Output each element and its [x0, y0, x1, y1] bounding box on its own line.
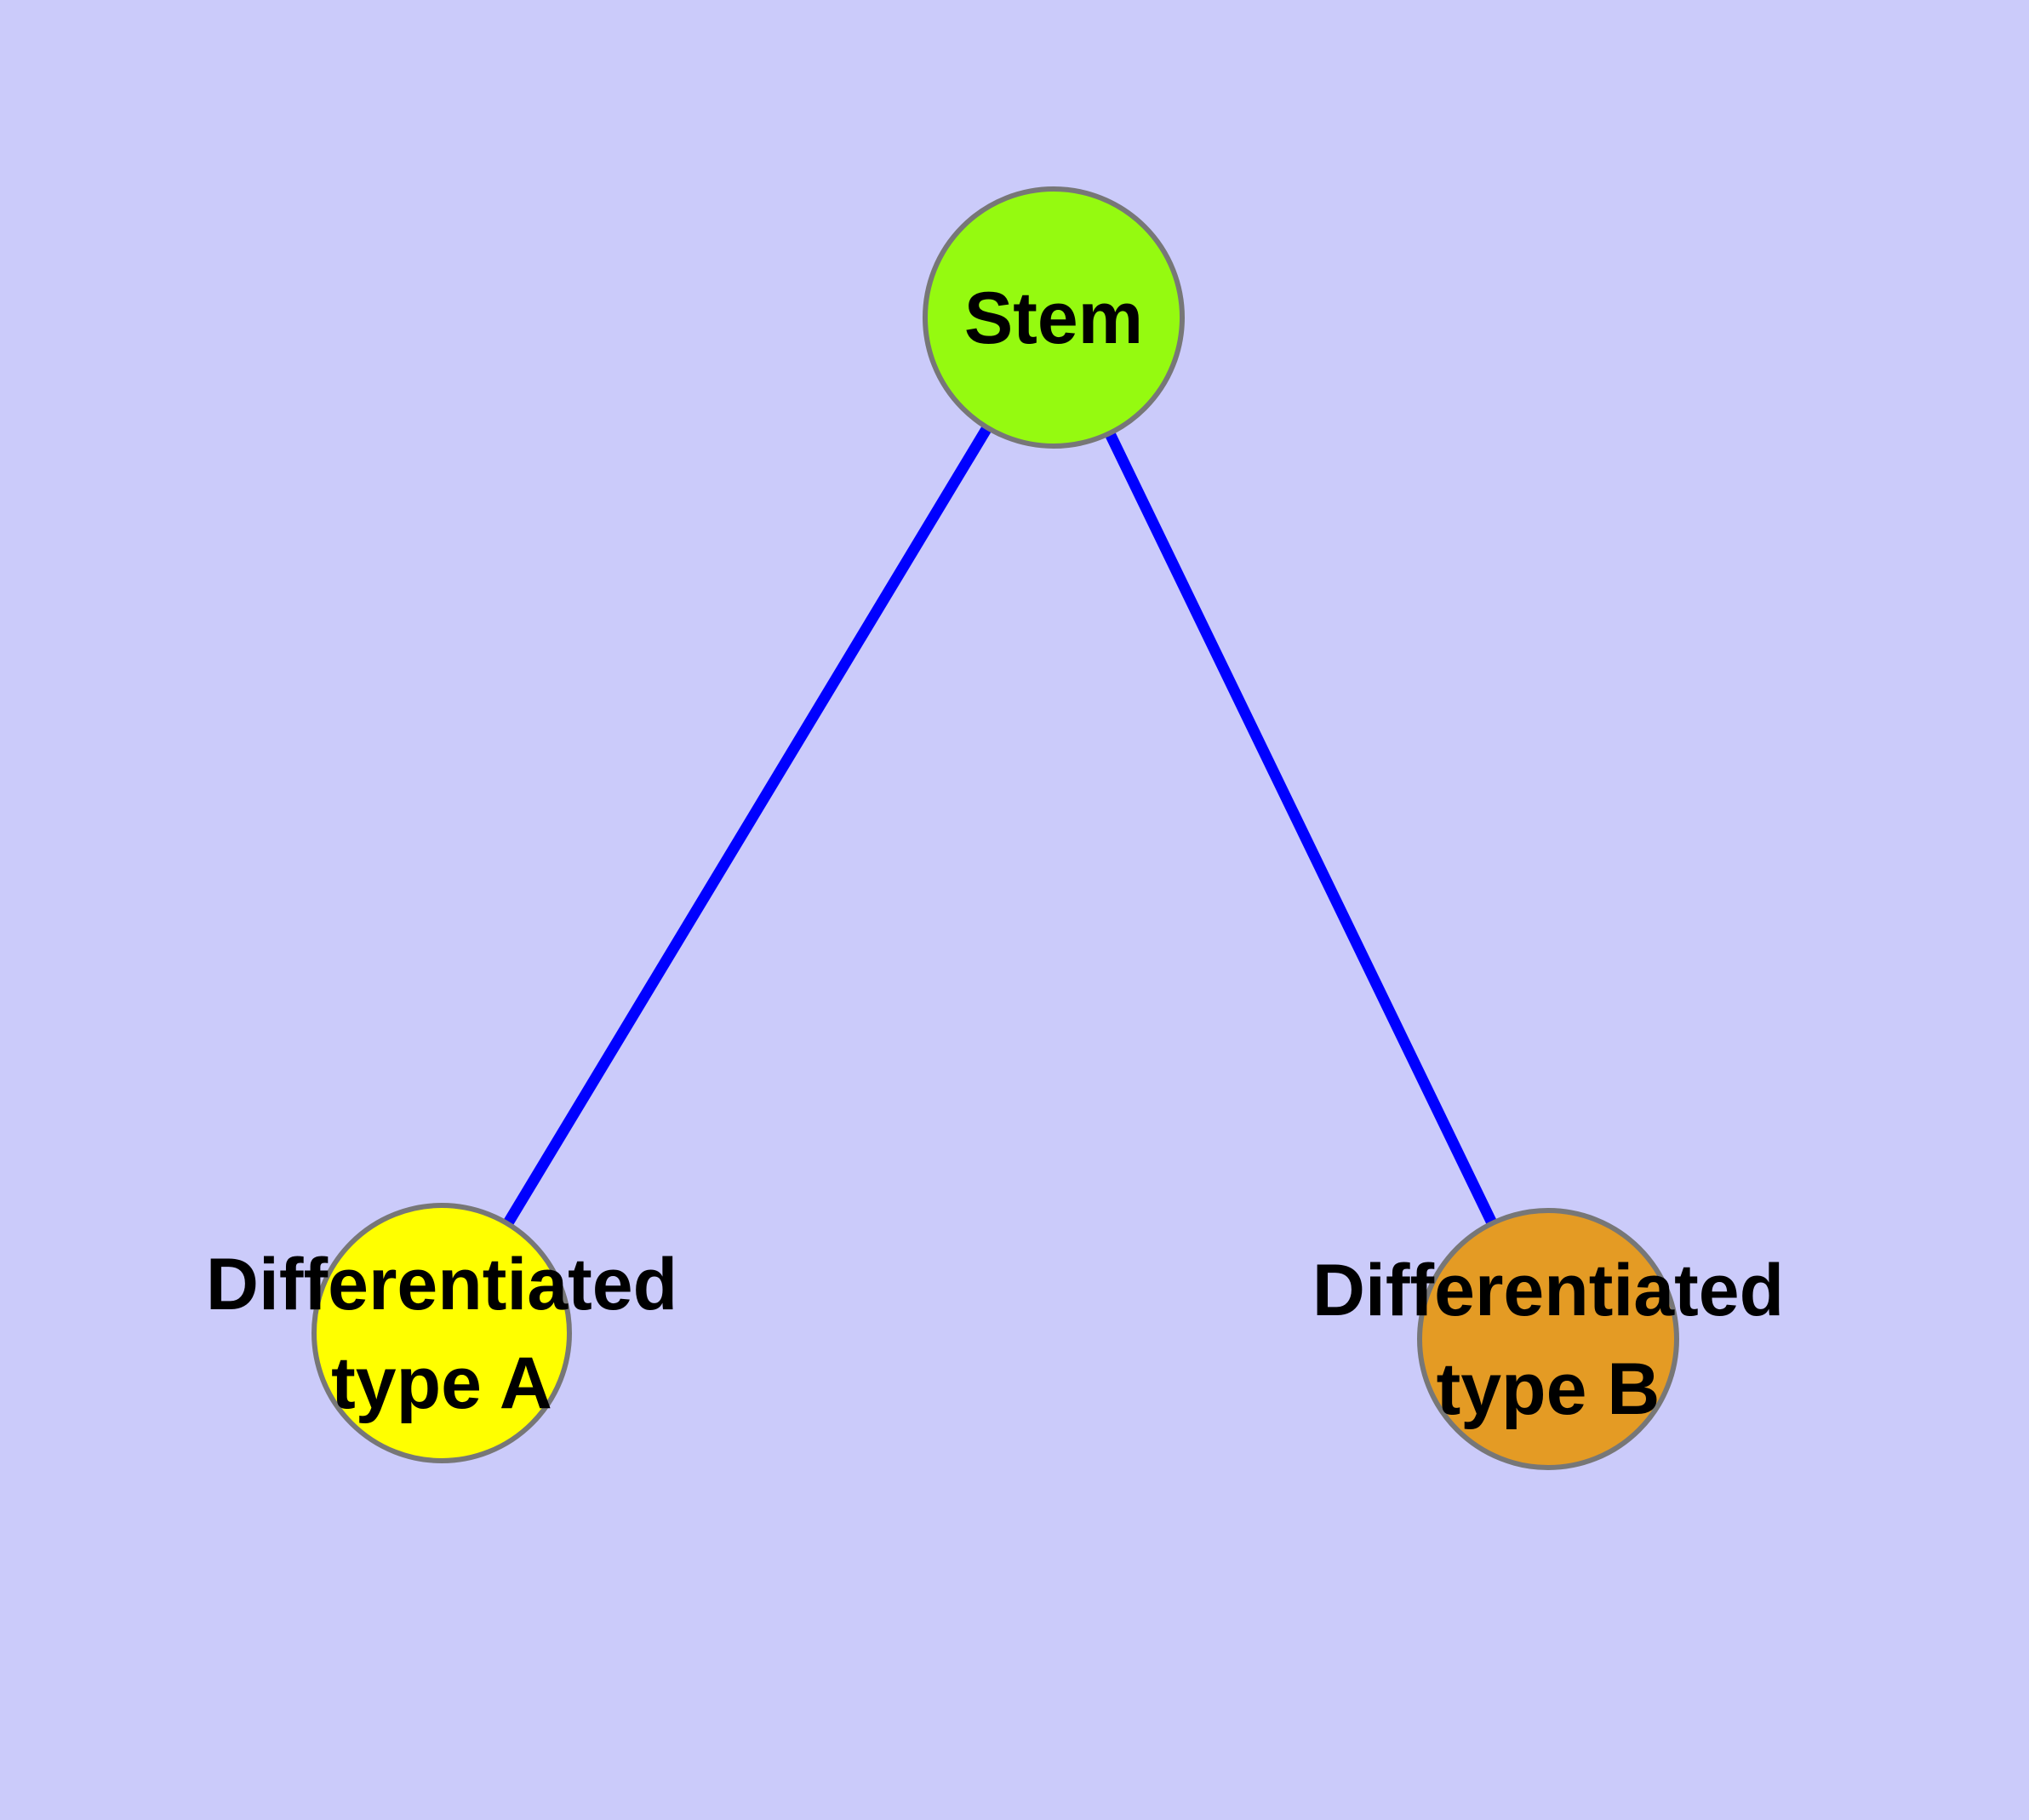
node-label-differentiated-type-b: Differentiated type B: [1312, 1250, 1784, 1430]
node-label-line: type A: [331, 1342, 552, 1424]
node-label-line: Differentiated: [206, 1244, 677, 1325]
node-label-line: Stem: [964, 278, 1143, 359]
node-stem: [923, 186, 1185, 449]
node-label-differentiated-type-a: Differentiated type A: [206, 1244, 677, 1424]
node-label-stem: Stem: [964, 278, 1143, 359]
node-label-line: type B: [1437, 1348, 1660, 1430]
edge-stem-to-differentiated-type-b: [1049, 315, 1553, 1342]
node-label-line: Differentiated: [1312, 1250, 1784, 1331]
edge-stem-to-differentiated-type-a: [437, 314, 1059, 1336]
node-differentiated-type-a: [311, 1203, 572, 1463]
node-differentiated-type-b: [1417, 1208, 1679, 1470]
